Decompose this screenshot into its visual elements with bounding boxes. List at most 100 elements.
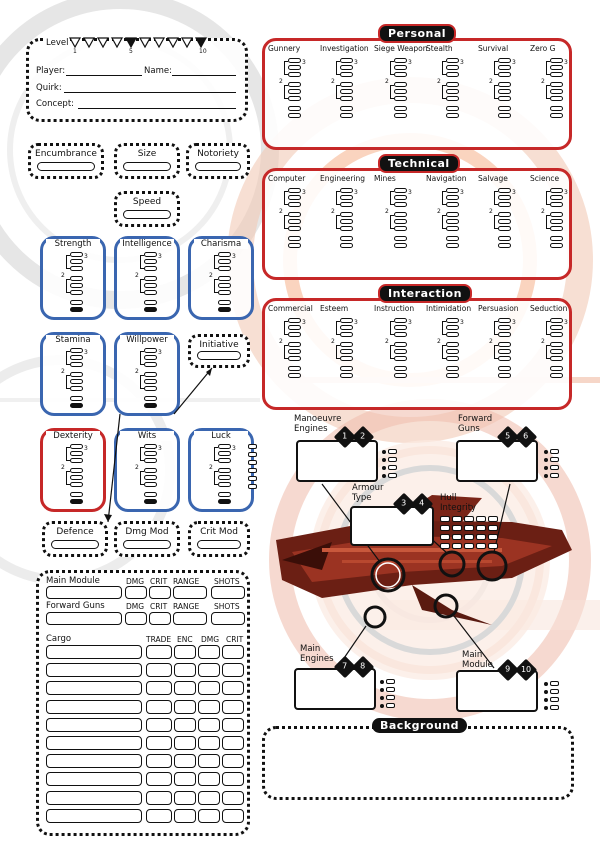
rank-box[interactable] — [498, 226, 511, 231]
rank-box[interactable] — [446, 342, 459, 347]
rank-box[interactable] — [288, 318, 301, 323]
cargo-trade-cell[interactable] — [146, 808, 172, 823]
cargo-trade-cell[interactable] — [146, 736, 172, 750]
rank-box[interactable] — [498, 318, 511, 323]
rank-box[interactable] — [498, 89, 511, 94]
rank-box[interactable] — [288, 195, 301, 200]
rank-box[interactable] — [394, 58, 407, 63]
rank-box[interactable] — [446, 188, 459, 193]
rank-box[interactable] — [498, 349, 511, 354]
rank-box[interactable] — [288, 236, 301, 241]
rank-box[interactable] — [340, 243, 353, 248]
rank-box[interactable] — [70, 451, 83, 456]
cargo-trade-cell[interactable] — [146, 772, 172, 787]
rank-box[interactable] — [144, 252, 157, 257]
rank-box[interactable] — [340, 96, 353, 101]
rank-box[interactable] — [550, 82, 563, 87]
rank-box[interactable] — [498, 82, 511, 87]
quirk-field[interactable] — [64, 92, 236, 93]
dmg-mod-box[interactable]: Dmg Mod — [114, 521, 180, 557]
forward-guns-status-box[interactable] — [550, 465, 559, 470]
hull-integrity-box[interactable] — [464, 534, 474, 540]
rank-box[interactable] — [144, 386, 157, 391]
hull-integrity-box[interactable] — [452, 525, 462, 531]
rank-box[interactable] — [498, 356, 511, 361]
rank-box[interactable] — [498, 96, 511, 101]
rank-box[interactable] — [550, 212, 563, 217]
rank-box[interactable] — [144, 499, 157, 504]
rank-box[interactable] — [394, 356, 407, 361]
cargo-enc-cell[interactable] — [174, 772, 196, 787]
rank-box[interactable] — [144, 300, 157, 305]
cargo-dmg-cell[interactable] — [198, 717, 220, 732]
cargo-enc-cell[interactable] — [174, 754, 196, 769]
hull-integrity-box[interactable] — [464, 516, 474, 522]
cargo-enc-cell[interactable] — [174, 699, 196, 714]
rank-box[interactable] — [70, 386, 83, 391]
cargo-name-cell[interactable] — [46, 663, 142, 678]
rank-box[interactable] — [498, 332, 511, 337]
hull-integrity-box[interactable] — [488, 516, 498, 522]
rank-box[interactable] — [144, 468, 157, 473]
main-engines-status-box[interactable] — [386, 679, 395, 684]
luck-extra-box[interactable] — [248, 452, 257, 457]
rank-box[interactable] — [218, 458, 231, 463]
rank-box[interactable] — [340, 373, 353, 378]
cargo-dmg-cell[interactable] — [198, 754, 220, 769]
rank-box[interactable] — [288, 96, 301, 101]
manoeuvre-status-box[interactable] — [388, 449, 397, 454]
rank-box[interactable] — [218, 475, 231, 480]
rank-box[interactable] — [340, 212, 353, 217]
rank-box[interactable] — [446, 243, 459, 248]
hull-integrity-box[interactable] — [488, 543, 498, 549]
rank-box[interactable] — [288, 356, 301, 361]
main-engines-status-box[interactable] — [386, 703, 395, 708]
hull-integrity-box[interactable] — [452, 534, 462, 540]
rank-box[interactable] — [340, 65, 353, 70]
cargo-trade-cell[interactable] — [146, 790, 172, 805]
rank-box[interactable] — [446, 318, 459, 323]
rank-box[interactable] — [144, 482, 157, 487]
rank-box[interactable] — [498, 342, 511, 347]
rank-box[interactable] — [218, 307, 231, 312]
cargo-crit-cell[interactable] — [222, 736, 244, 750]
rank-box[interactable] — [288, 342, 301, 347]
main-module-crit-cell[interactable] — [149, 586, 171, 599]
speed-box[interactable]: Speed — [114, 191, 180, 227]
rank-box[interactable] — [550, 243, 563, 248]
rank-box[interactable] — [446, 106, 459, 111]
main-module-status-box[interactable] — [550, 697, 559, 702]
rank-box[interactable] — [288, 89, 301, 94]
forward-guns-dmg-cell[interactable] — [125, 612, 147, 625]
rank-box[interactable] — [144, 451, 157, 456]
rank-box[interactable] — [288, 106, 301, 111]
hull-integrity-box[interactable] — [476, 525, 486, 531]
main-module-range-cell[interactable] — [173, 586, 207, 599]
rank-box[interactable] — [394, 89, 407, 94]
rank-box[interactable] — [70, 403, 83, 408]
rank-box[interactable] — [288, 65, 301, 70]
rank-box[interactable] — [550, 349, 563, 354]
hull-integrity-box[interactable] — [476, 534, 486, 540]
main-module-name-cell[interactable] — [46, 586, 122, 599]
rank-box[interactable] — [340, 226, 353, 231]
rank-box[interactable] — [550, 89, 563, 94]
hull-integrity-box[interactable] — [452, 543, 462, 549]
rank-box[interactable] — [144, 283, 157, 288]
rank-box[interactable] — [394, 349, 407, 354]
cargo-name-cell[interactable] — [46, 808, 142, 823]
hull-integrity-box[interactable] — [440, 516, 450, 522]
rank-box[interactable] — [498, 58, 511, 63]
size-box[interactable]: Size — [114, 143, 180, 179]
cargo-enc-cell[interactable] — [174, 790, 196, 805]
rank-box[interactable] — [394, 202, 407, 207]
rank-box[interactable] — [340, 219, 353, 224]
cargo-trade-cell[interactable] — [146, 754, 172, 769]
